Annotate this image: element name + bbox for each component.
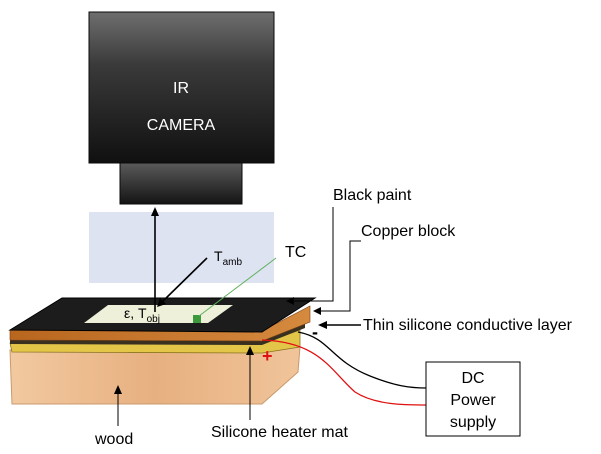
t-amb-arrow — [160, 257, 208, 304]
negative-wire — [297, 331, 427, 389]
thin-silicone-label: Thin silicone conductive layer — [363, 317, 573, 334]
camera-lens — [119, 162, 243, 205]
power-supply-line2: Power — [450, 392, 496, 409]
camera-body — [88, 11, 275, 164]
black-paint-label: Black paint — [333, 187, 412, 204]
power-supply-line1: DC — [461, 370, 484, 387]
copper-block-leader — [319, 240, 361, 312]
power-supply-line3: supply — [450, 414, 496, 431]
t-amb-arrowhead — [157, 298, 166, 307]
tc-label: TC — [285, 244, 306, 261]
black-paint-leader — [292, 207, 334, 302]
camera-label-line2: CAMERA — [147, 117, 216, 134]
wood-arrowhead — [114, 385, 122, 394]
wood-base — [9, 346, 301, 405]
thermocouple — [193, 315, 201, 323]
field-of-view — [89, 212, 274, 283]
camera-label-line1: IR — [173, 80, 189, 97]
thin-silicone-arrowhead — [318, 321, 327, 329]
copper-block-arrowhead — [313, 307, 321, 315]
epsilon-t-obj-label: ε, Tobj — [124, 305, 160, 325]
plus-sign: + — [262, 346, 273, 366]
dc-power-supply-box — [425, 361, 521, 437]
heater-mat-arrowhead — [246, 346, 254, 355]
copper-block-label: Copper block — [361, 223, 456, 240]
positive-wire — [261, 339, 427, 406]
minus-sign: - — [312, 322, 318, 342]
camera-sight-arrowhead — [151, 207, 159, 216]
t-amb-label: Tamb — [214, 248, 242, 268]
black-paint-arrowhead — [286, 297, 294, 305]
tc-leader-line — [198, 257, 277, 317]
heater-mat-label: Silicone heater mat — [211, 424, 349, 441]
wood-label: wood — [94, 431, 133, 448]
